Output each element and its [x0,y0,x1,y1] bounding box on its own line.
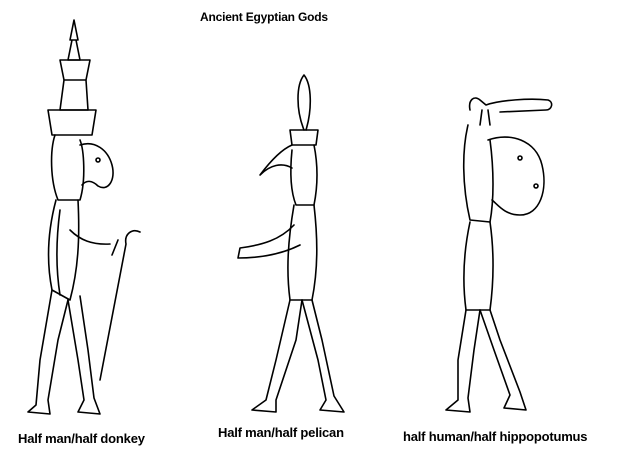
caption-pelican: Half man/half pelican [218,425,344,440]
pelican-headed-god-drawing [237,74,345,413]
caption-hippopotamus: half human/half hippopotumus [403,429,588,444]
donkey-headed-god-drawing [27,19,141,415]
caption-donkey: Half man/half donkey [18,431,145,446]
page-title: Ancient Egyptian Gods [200,10,328,24]
hippo-headed-god-drawing [445,97,553,413]
